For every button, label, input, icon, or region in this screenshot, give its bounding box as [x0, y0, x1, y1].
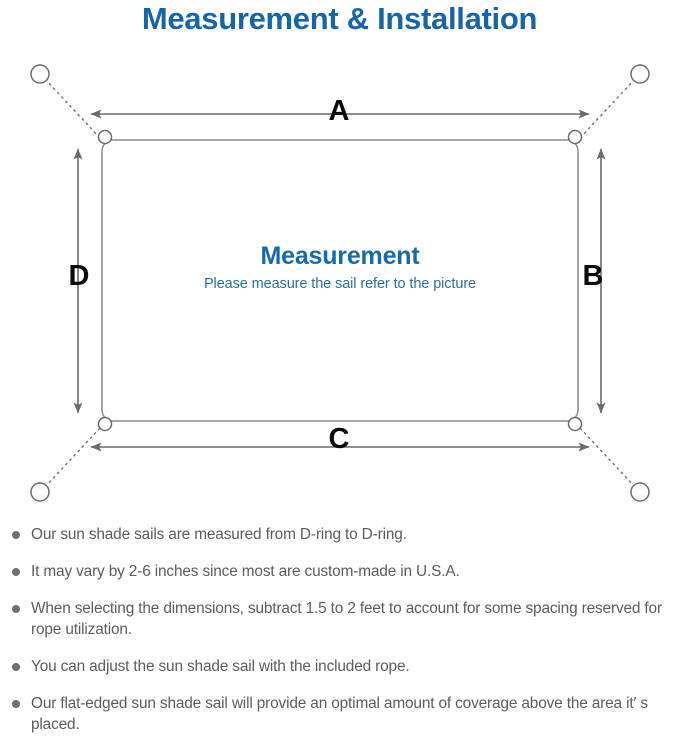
bullet-icon [12, 605, 20, 613]
list-item: You can adjust the sun shade sail with t… [0, 656, 679, 677]
rope-line-bottom-right [579, 427, 636, 488]
anchor-point-top-left [30, 64, 50, 84]
dimension-label-b: B [582, 260, 604, 292]
bullet-icon [12, 663, 20, 671]
rope-line-top-left [44, 78, 101, 139]
bullet-icon [12, 531, 20, 539]
note-text: It may vary by 2-6 inches since most are… [31, 563, 460, 580]
list-item: When selecting the dimensions, subtract … [0, 598, 679, 640]
rope-line-top-right [579, 78, 636, 139]
d-ring-bottom-right [567, 416, 583, 432]
note-text: Our sun shade sails are measured from D-… [31, 526, 407, 543]
bullet-icon [12, 700, 20, 708]
anchor-point-top-right [630, 64, 650, 84]
list-item: It may vary by 2-6 inches since most are… [0, 561, 679, 582]
diagram-canvas [30, 64, 650, 502]
d-ring-top-right [567, 129, 583, 145]
anchor-point-bottom-left [30, 482, 50, 502]
list-item: Our sun shade sails are measured from D-… [0, 524, 679, 545]
rope-lines [44, 78, 636, 488]
note-text: You can adjust the sun shade sail with t… [31, 658, 410, 675]
note-text: When selecting the dimensions, subtract … [31, 600, 662, 638]
anchor-point-bottom-right [630, 482, 650, 502]
anchor-points [30, 64, 650, 502]
dimension-label-c: C [328, 423, 350, 455]
list-item: Our flat-edged sun shade sail will provi… [0, 693, 679, 735]
d-rings [97, 129, 583, 432]
bullet-icon [12, 568, 20, 576]
measurement-diagram: Measurement Please measure the sail refe… [0, 46, 679, 516]
d-ring-top-left [97, 129, 113, 145]
dimension-label-d: D [68, 260, 90, 292]
dimension-arrows [73, 109, 606, 452]
rope-line-bottom-left [44, 427, 101, 488]
sail-outline [101, 139, 579, 422]
d-ring-bottom-left [97, 416, 113, 432]
page-title: Measurement & Installation [141, 1, 538, 36]
notes-list: Our sun shade sails are measured from D-… [0, 524, 679, 751]
note-text: Our flat-edged sun shade sail will provi… [31, 695, 648, 733]
dimension-label-a: A [328, 95, 350, 127]
